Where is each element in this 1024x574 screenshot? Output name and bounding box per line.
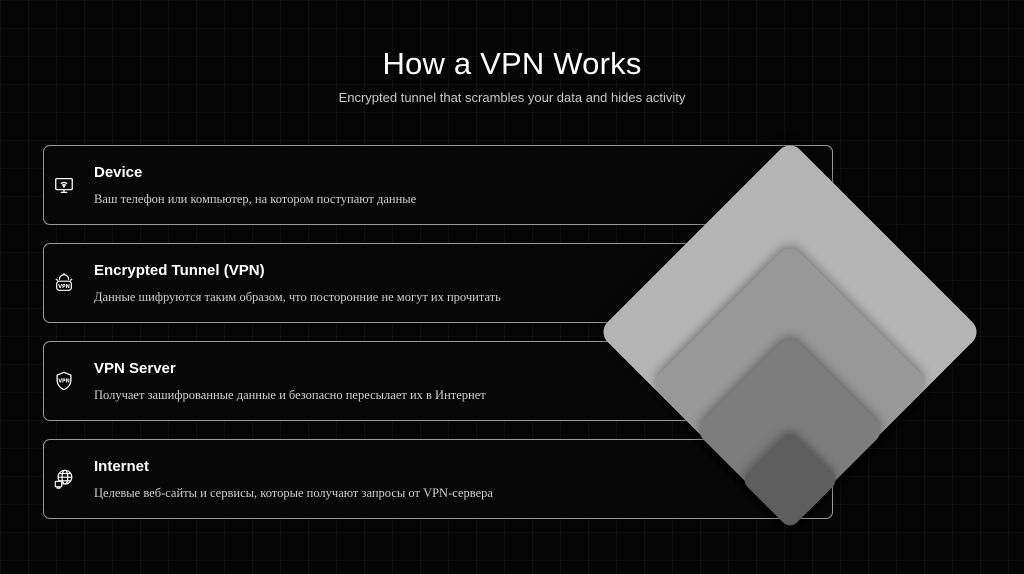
- step-title: Internet: [94, 458, 150, 475]
- step-title: Device: [94, 164, 143, 181]
- step-description: Получает зашифрованные данные и безопасн…: [94, 388, 486, 402]
- step-card-device: Device Ваш телефон или компьютер, на кот…: [43, 145, 833, 225]
- step-description: Ваш телефон или компьютер, на котором по…: [94, 192, 417, 206]
- globe-icon: [53, 468, 75, 490]
- page-title: How a VPN Works: [382, 46, 642, 81]
- svg-text:VPN: VPN: [58, 379, 69, 385]
- step-card-internet: Internet Целевые веб-сайты и сервисы, ко…: [43, 439, 833, 519]
- svg-text:VPN: VPN: [58, 284, 70, 290]
- step-description: Целевые веб-сайты и сервисы, которые пол…: [94, 486, 493, 500]
- step-description: Данные шифруются таким образом, что пост…: [94, 290, 501, 304]
- device-icon: [53, 174, 75, 196]
- page-subtitle: Encrypted tunnel that scrambles your dat…: [338, 90, 686, 105]
- step-title: VPN Server: [94, 360, 176, 377]
- step-title: Encrypted Tunnel (VPN): [94, 262, 265, 279]
- vpn-shield-icon: VPN: [53, 370, 75, 392]
- vpn-tunnel-icon: VPN: [53, 272, 75, 294]
